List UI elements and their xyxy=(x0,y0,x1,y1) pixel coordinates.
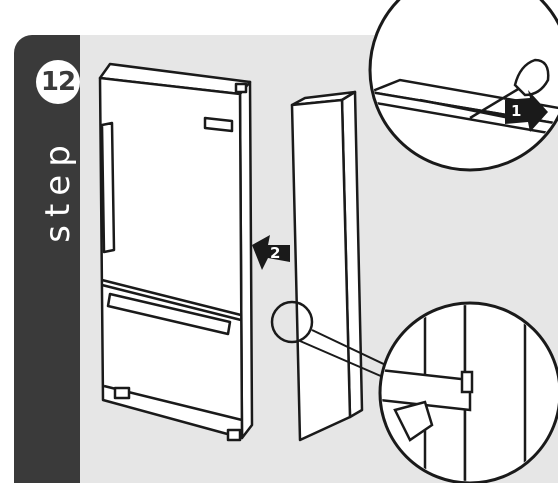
step-number-badge: 12 xyxy=(36,60,80,104)
arrow-1-label: 1 xyxy=(511,102,522,120)
detail-marker-circle xyxy=(270,300,314,344)
detail-circle-top xyxy=(368,0,558,172)
arrow-2-label: 2 xyxy=(270,244,281,262)
door-panel xyxy=(290,90,364,442)
refrigerator xyxy=(98,62,254,442)
step-side-band-body xyxy=(14,35,80,483)
step-label: step xyxy=(38,137,78,243)
arrow-2-icon xyxy=(252,235,290,270)
arrow-1-icon xyxy=(505,90,548,132)
detail-circle-bottom xyxy=(378,301,558,483)
